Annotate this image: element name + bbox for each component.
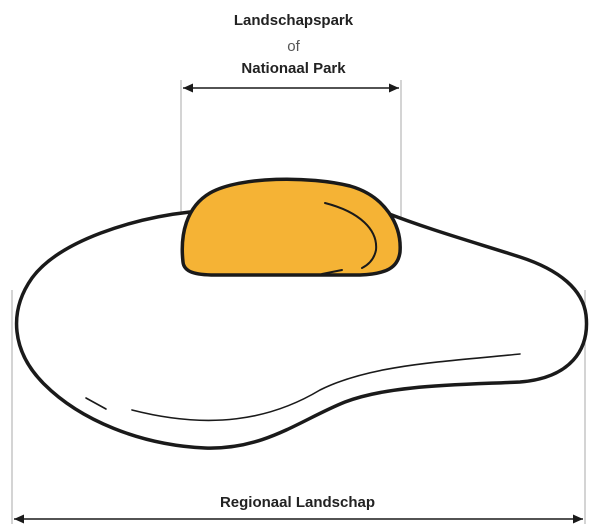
landscape-label: Regionaal Landschap xyxy=(0,494,595,511)
park-label-line2: Nationaal Park xyxy=(0,60,591,77)
egg-yolk-icon xyxy=(182,179,400,275)
park-label-line1: Landschapspark xyxy=(0,12,591,29)
park-label-connector: of xyxy=(0,38,591,55)
